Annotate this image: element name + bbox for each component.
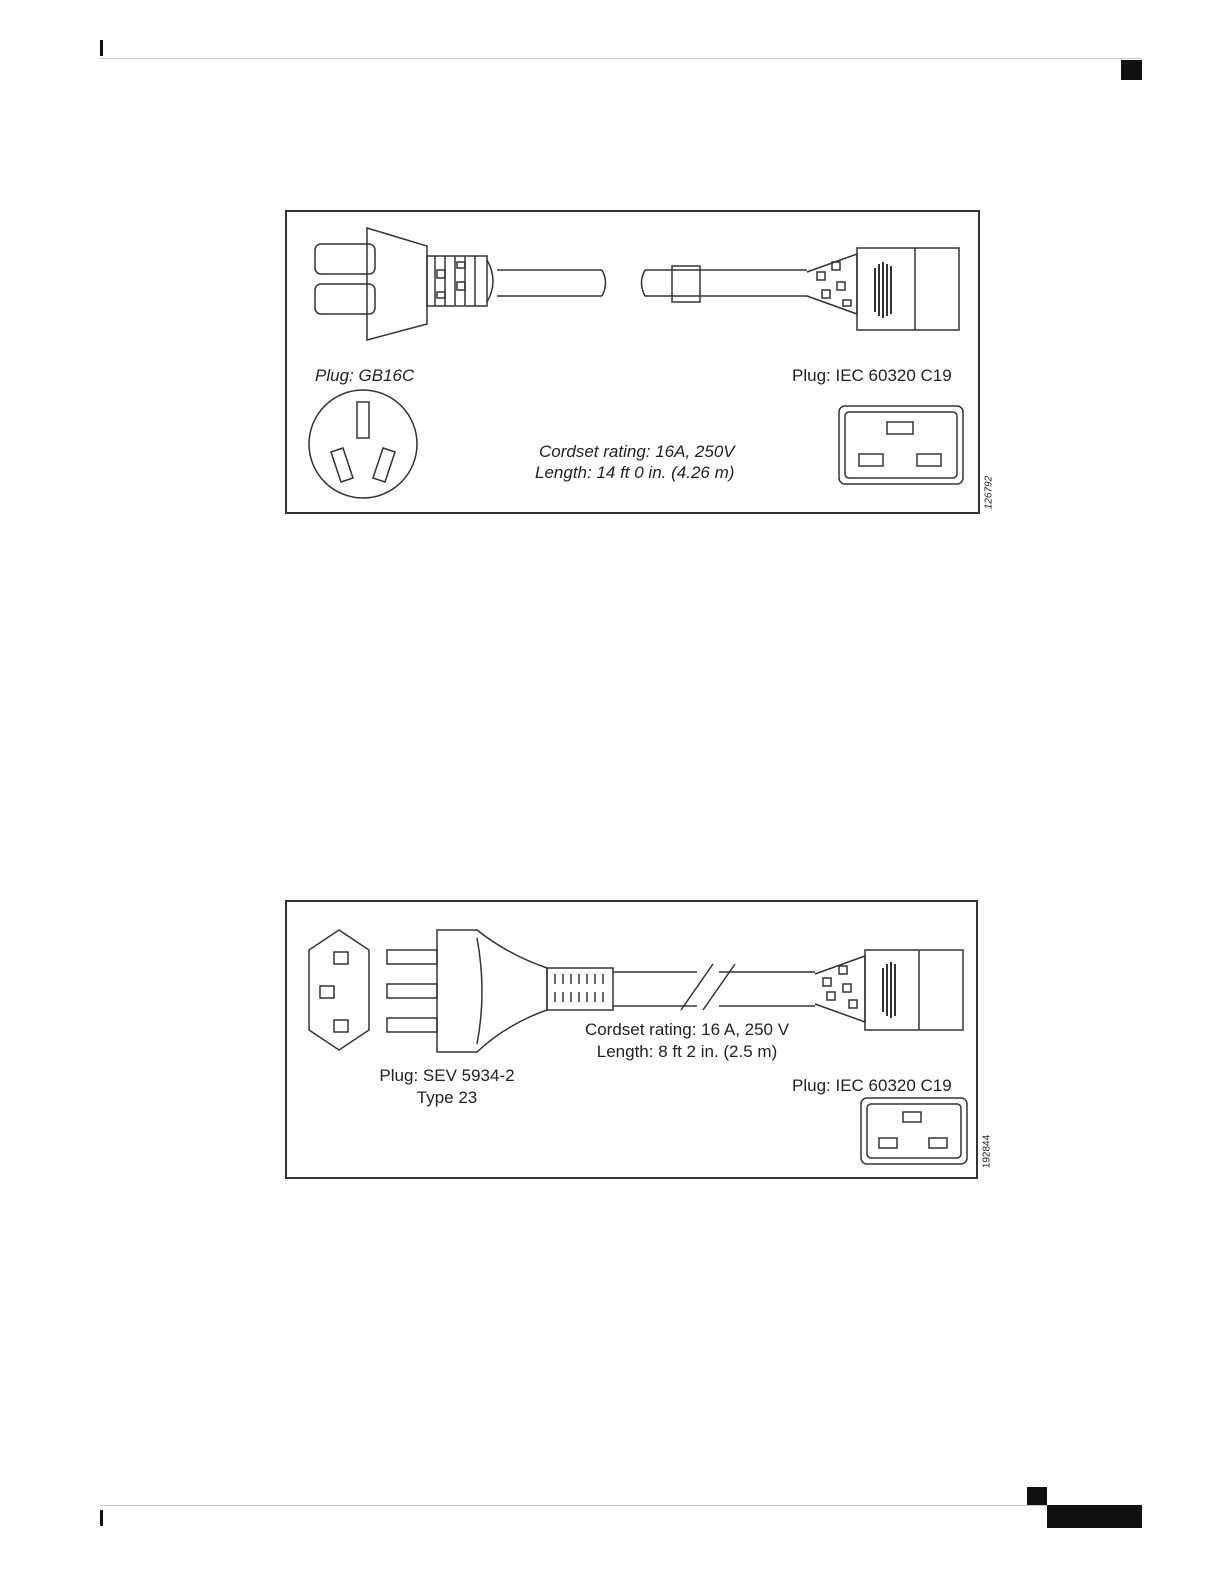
footer-marker bbox=[100, 1510, 103, 1526]
cordset-rating: Cordset rating: 16A, 250V bbox=[539, 442, 735, 462]
plug-label-line1: Plug: SEV 5934-2 bbox=[357, 1066, 537, 1086]
cordset-rating: Cordset rating: 16 A, 250 V bbox=[557, 1020, 817, 1040]
footer-page-block bbox=[1027, 1487, 1047, 1505]
plug-label-line2: Type 23 bbox=[357, 1088, 537, 1108]
header-rule bbox=[100, 58, 1142, 59]
footer-rule bbox=[100, 1505, 1142, 1506]
connector-label: Plug: IEC 60320 C19 bbox=[792, 1076, 952, 1096]
header-corner-block bbox=[1121, 60, 1142, 80]
connector-label: Plug: IEC 60320 C19 bbox=[792, 366, 952, 386]
power-cord-figure-sev5934: Cordset rating: 16 A, 250 V Length: 8 ft… bbox=[285, 900, 978, 1179]
footer-page-tab bbox=[1047, 1505, 1142, 1528]
power-cord-figure-gb16c: Plug: GB16C Plug: IEC 60320 C19 Cordset … bbox=[285, 210, 980, 514]
figure-id: 192844 bbox=[982, 1132, 993, 1172]
plug-label: Plug: GB16C bbox=[315, 366, 414, 386]
cordset-length: Length: 8 ft 2 in. (2.5 m) bbox=[557, 1042, 817, 1062]
figure-id: 126792 bbox=[984, 473, 995, 513]
header-marker bbox=[100, 40, 103, 56]
cordset-length: Length: 14 ft 0 in. (4.26 m) bbox=[535, 463, 734, 483]
